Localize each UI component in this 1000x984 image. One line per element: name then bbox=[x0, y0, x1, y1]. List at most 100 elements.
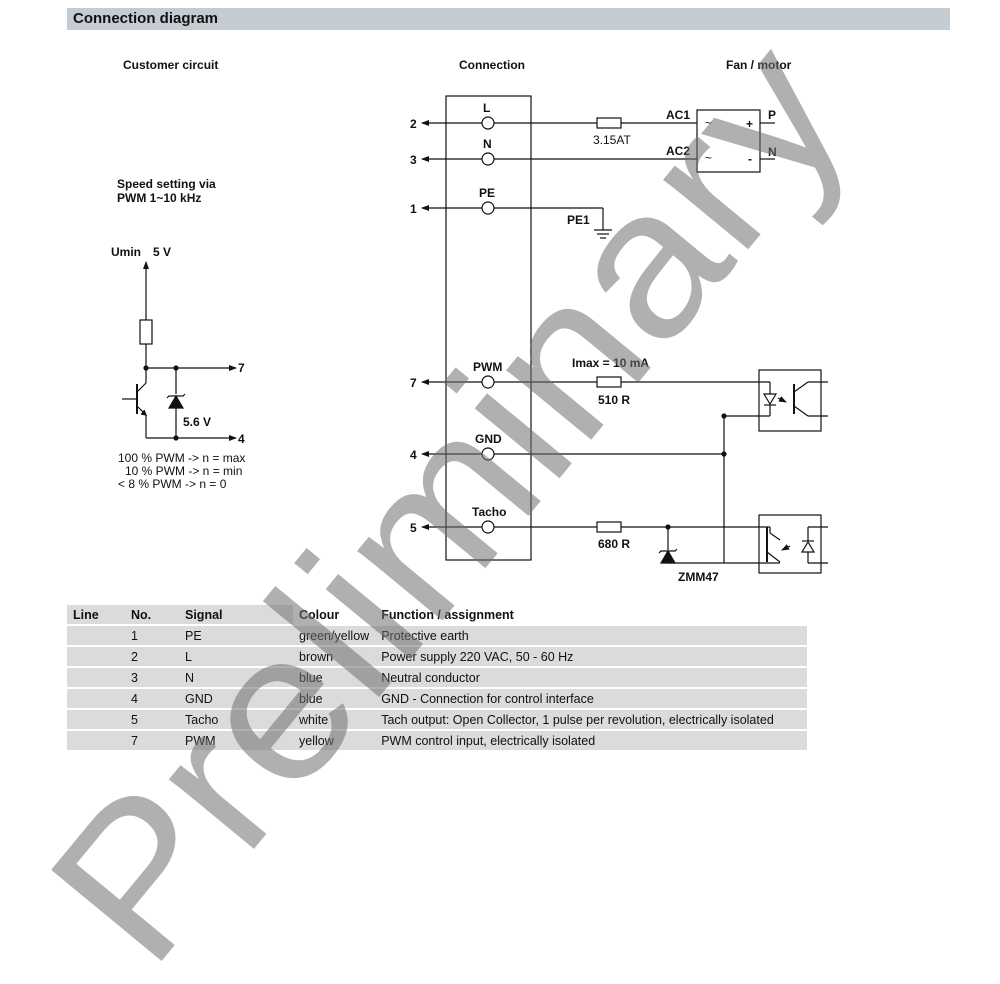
terminal-name: PWM bbox=[473, 360, 502, 374]
section-title: Connection diagram bbox=[73, 10, 219, 27]
section-header: Connection diagram bbox=[67, 8, 950, 30]
tacho-zener bbox=[659, 549, 677, 564]
pwm-resistor-value: 510 R bbox=[598, 393, 630, 407]
terminal-number: 1 bbox=[410, 202, 417, 216]
pwm-frequency-label: PWM 1~10 kHz bbox=[117, 191, 201, 205]
umin-label: Umin bbox=[111, 245, 141, 259]
tacho-resistor bbox=[596, 521, 622, 533]
tacho-optocoupler bbox=[758, 514, 822, 574]
table-row: 7 PWM yellow PWM control input, electric… bbox=[67, 731, 808, 750]
connection-heading: Connection bbox=[459, 58, 525, 72]
cell-line bbox=[67, 668, 125, 687]
cell-line bbox=[67, 710, 125, 729]
fuse-rating: 3.15AT bbox=[593, 133, 631, 147]
col-colour: Colour bbox=[299, 607, 340, 622]
dc-minus-label: N bbox=[768, 145, 777, 159]
cell-no: 2 bbox=[125, 647, 179, 666]
cell-signal: GND bbox=[179, 689, 293, 708]
pwm-optocoupler bbox=[758, 369, 822, 432]
cell-line bbox=[67, 689, 125, 708]
terminal-name: N bbox=[483, 137, 492, 151]
ac-symbol: ~ bbox=[705, 116, 712, 130]
cell-colour: blue bbox=[293, 689, 376, 708]
pwm-rule-min: 10 % PWM -> n = min bbox=[125, 464, 242, 478]
terminal-number: 4 bbox=[410, 448, 417, 462]
customer-circuit: Speed setting via PWM 1~10 kHz Umin 5 V … bbox=[111, 177, 245, 491]
col-line: Line bbox=[67, 605, 125, 624]
terminal-number: 3 bbox=[410, 153, 417, 167]
pwm-rule-max: 100 % PWM -> n = max bbox=[118, 451, 245, 465]
cell-function: Power supply 220 VAC, 50 - 60 Hz bbox=[375, 647, 808, 666]
cell-signal: N bbox=[179, 668, 293, 687]
rectifier-box bbox=[696, 109, 761, 173]
col-function: Function / assignment bbox=[381, 607, 514, 622]
supply-voltage-label: 5 V bbox=[153, 245, 171, 259]
zener-diode bbox=[167, 394, 185, 409]
cell-function: PWM control input, electrically isolated bbox=[375, 731, 808, 750]
pwm-rule-stop: < 8 % PWM -> n = 0 bbox=[118, 477, 227, 491]
terminal-name: L bbox=[483, 101, 490, 115]
table-header-row: Line No. Signal Colour Function / assign… bbox=[67, 605, 807, 624]
terminal-name: GND bbox=[475, 432, 502, 446]
fuse bbox=[596, 117, 622, 129]
opto-led bbox=[762, 393, 778, 406]
cell-line bbox=[67, 731, 125, 750]
cell-colour: yellow bbox=[293, 731, 376, 750]
cell-signal: PE bbox=[179, 626, 293, 645]
cell-line bbox=[67, 626, 125, 645]
dc-plus-label: P bbox=[768, 108, 776, 122]
terminal-number: 7 bbox=[410, 376, 417, 390]
opto2-led bbox=[800, 540, 816, 553]
table-row: 4 GND blue GND - Connection for control … bbox=[67, 689, 808, 708]
cell-no: 7 bbox=[125, 731, 179, 750]
terminal-number: 2 bbox=[410, 117, 417, 131]
ac2-label: AC2 bbox=[666, 144, 690, 158]
cell-no: 1 bbox=[125, 626, 179, 645]
cell-no: 5 bbox=[125, 710, 179, 729]
table-row: 5 Tacho white Tach output: Open Collecto… bbox=[67, 710, 808, 729]
pe1-label: PE1 bbox=[567, 213, 590, 227]
cell-colour: blue bbox=[293, 668, 376, 687]
pwm-resistor bbox=[596, 376, 622, 388]
tacho-resistor-value: 680 R bbox=[598, 537, 630, 551]
customer-circuit-heading: Customer circuit bbox=[123, 58, 218, 72]
connector-housing bbox=[445, 95, 532, 561]
cell-signal: Tacho bbox=[179, 710, 293, 729]
terminal-number: 5 bbox=[410, 521, 417, 535]
cell-function: Tach output: Open Collector, 1 pulse per… bbox=[375, 710, 808, 729]
cell-no: 4 bbox=[125, 689, 179, 708]
col-no: No. bbox=[125, 605, 179, 624]
terminal-row: 1 PE bbox=[410, 186, 495, 216]
output-7-label: 7 bbox=[238, 361, 245, 375]
terminal-name: PE bbox=[479, 186, 495, 200]
transistor-collector bbox=[136, 382, 147, 393]
cell-line bbox=[67, 647, 125, 666]
terminal-row: 3 N bbox=[410, 137, 495, 167]
terminal-name: Tacho bbox=[472, 505, 506, 519]
connector-block: 2 L 3 N 1 PE 7 PWM 4 GND bbox=[410, 95, 532, 561]
minus-symbol: - bbox=[748, 152, 752, 166]
table-row: 2 L brown Power supply 220 VAC, 50 - 60 … bbox=[67, 647, 808, 666]
output-4-label: 4 bbox=[238, 432, 245, 446]
ac1-label: AC1 bbox=[666, 108, 690, 122]
cell-function: GND - Connection for control interface bbox=[375, 689, 808, 708]
table-row: 1 PE green/yellow Protective earth bbox=[67, 626, 808, 645]
fan-motor-heading: Fan / motor bbox=[726, 58, 792, 72]
cell-function: Neutral conductor bbox=[375, 668, 808, 687]
cell-colour: brown bbox=[293, 647, 376, 666]
signal-table: Line No. Signal Colour Function / assign… bbox=[67, 603, 808, 752]
ac-symbol: ~ bbox=[705, 151, 712, 165]
cell-colour: green/yellow bbox=[293, 626, 376, 645]
terminal-row: 4 GND bbox=[410, 432, 502, 462]
terminal-row: 7 PWM bbox=[410, 360, 502, 390]
pullup-resistor bbox=[139, 319, 153, 345]
speed-setting-label: Speed setting via bbox=[117, 177, 216, 191]
cell-no: 3 bbox=[125, 668, 179, 687]
plus-symbol: + bbox=[746, 117, 753, 131]
zener-voltage-label: 5.6 V bbox=[183, 415, 211, 429]
cell-colour: white bbox=[293, 710, 376, 729]
terminal-row: 5 Tacho bbox=[410, 505, 506, 535]
cell-signal: L bbox=[179, 647, 293, 666]
col-signal: Signal bbox=[179, 605, 293, 624]
